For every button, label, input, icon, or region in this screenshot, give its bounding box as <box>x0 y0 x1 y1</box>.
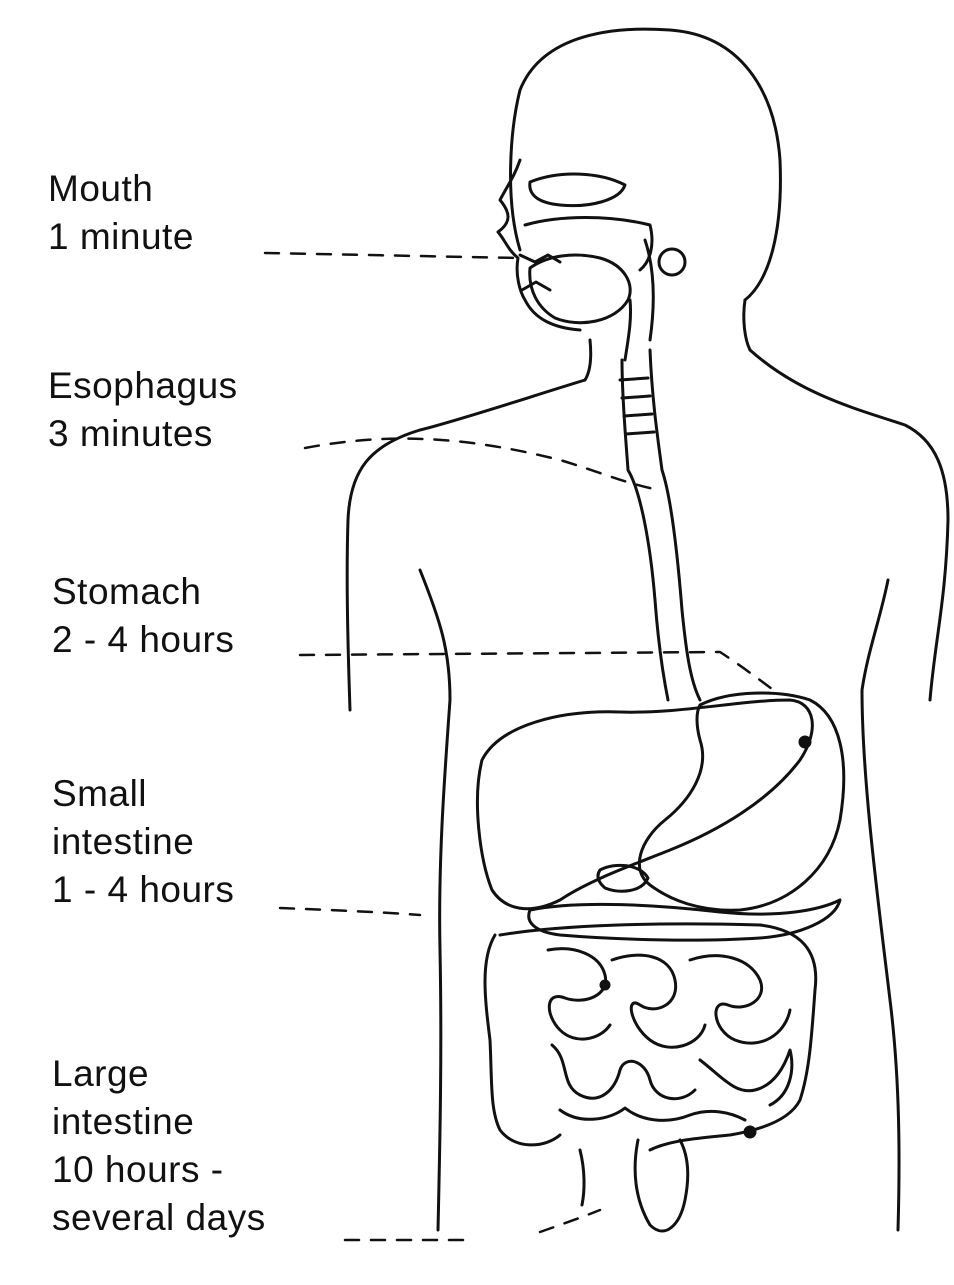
large-intestine-name-line1: Large <box>52 1050 266 1098</box>
pharynx <box>625 240 653 360</box>
small-intestine-leader-line <box>280 908 420 915</box>
liver <box>477 700 812 909</box>
small-intestine <box>548 949 792 1137</box>
stomach-time: 2 - 4 hours <box>52 616 234 664</box>
tongue <box>530 255 630 323</box>
esophagus-label: Esophagus 3 minutes <box>48 362 238 458</box>
esophagus-leader-line <box>305 439 660 490</box>
salivary-gland <box>659 249 685 275</box>
stomach-name: Stomach <box>52 568 234 616</box>
esophagus-time: 3 minutes <box>48 410 238 458</box>
left-shoulder <box>347 380 585 710</box>
neck-back <box>744 300 750 350</box>
small-intestine-label: Small intestine 1 - 4 hours <box>52 770 234 914</box>
right-shoulder <box>750 350 948 700</box>
nasal-cavity <box>530 174 625 206</box>
stomach-label: Stomach 2 - 4 hours <box>52 568 234 664</box>
stomach-dot <box>800 737 810 747</box>
large-intestine-leader-line <box>345 1210 600 1240</box>
stomach-leader-line <box>300 652 780 695</box>
large-intestine-time-line1: 10 hours - <box>52 1146 266 1194</box>
esophagus-tube-left <box>622 360 668 700</box>
small-intestine-name-line1: Small <box>52 770 234 818</box>
large-intestine-label: Large intestine 10 hours - several days <box>52 1050 266 1242</box>
esophagus-name: Esophagus <box>48 362 238 410</box>
mouth-time: 1 minute <box>48 213 194 261</box>
large-intestine-name-line2: intestine <box>52 1098 266 1146</box>
esophagus-tube-right <box>650 350 700 700</box>
small-intestine-name-line2: intestine <box>52 818 234 866</box>
palate <box>525 218 652 271</box>
torso-left <box>420 570 450 1230</box>
appendix <box>580 1150 584 1205</box>
mouth-name: Mouth <box>48 165 194 213</box>
mouth-leader-line <box>265 253 520 258</box>
teeth <box>520 255 560 290</box>
neck-front <box>585 340 591 380</box>
rectum <box>635 1140 688 1231</box>
large-intestine-time-line2: several days <box>52 1194 266 1242</box>
mouth-label: Mouth 1 minute <box>48 165 194 261</box>
small-intestine-time: 1 - 4 hours <box>52 866 234 914</box>
torso-right <box>862 580 899 1230</box>
